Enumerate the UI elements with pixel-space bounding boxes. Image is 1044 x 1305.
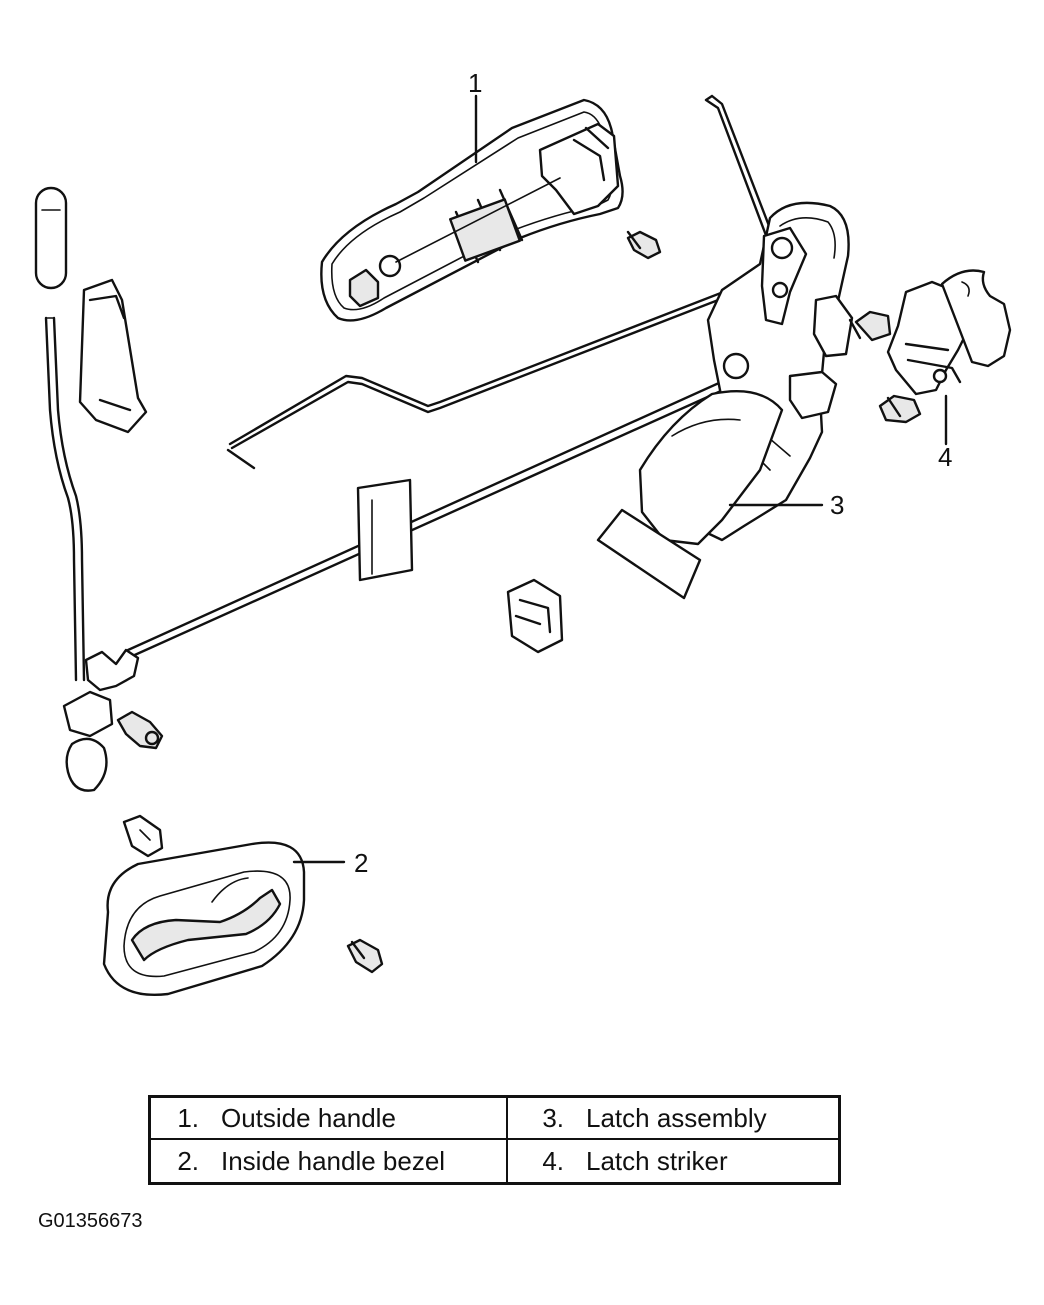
inside-handle-bezel (102, 841, 306, 996)
striker-screw (878, 394, 922, 424)
connector-clip (116, 710, 164, 750)
legend-item-1: 1. Outside handle (151, 1098, 508, 1140)
callout-1: 1 (468, 68, 482, 98)
outside-handle-rod (226, 94, 782, 470)
parts-legend-table: 1. Outside handle 3. Latch assembly 2. I… (148, 1095, 841, 1185)
latch-striker (886, 269, 1012, 396)
rod-connector (62, 648, 140, 792)
lock-rod (44, 316, 86, 682)
cable-clip-lower (506, 578, 564, 654)
latch-assembly (596, 201, 854, 600)
legend-num: 1. (177, 1102, 199, 1133)
legend-label: Inside handle bezel (221, 1145, 446, 1176)
legend-num: 3. (542, 1102, 564, 1133)
legend-item-3: 3. Latch assembly (508, 1098, 838, 1140)
legend-item-2: 2. Inside handle bezel (151, 1140, 508, 1182)
inside-handle-cable (126, 376, 734, 660)
handle-screw (626, 230, 662, 260)
legend-label: Latch assembly (586, 1102, 767, 1133)
legend-label: Latch striker (586, 1145, 728, 1176)
small-clip (122, 814, 164, 858)
latch-bolt (848, 310, 892, 342)
cable-clip-mid (356, 478, 414, 582)
callout-4: 4 (938, 442, 952, 472)
door-latch-exploded-diagram: 1 (34, 68, 1012, 996)
legend-num: 2. (177, 1145, 199, 1176)
callout-2: 2 (354, 848, 368, 878)
legend-label: Outside handle (221, 1102, 396, 1133)
rod-clip-upper (78, 278, 148, 434)
lock-knob (34, 186, 68, 290)
figure-id: G01356673 (38, 1210, 143, 1232)
legend-num: 4. (542, 1145, 564, 1176)
bezel-screw (346, 938, 384, 974)
callout-3: 3 (830, 490, 844, 520)
outside-handle (320, 98, 624, 322)
legend-item-4: 4. Latch striker (508, 1140, 838, 1182)
